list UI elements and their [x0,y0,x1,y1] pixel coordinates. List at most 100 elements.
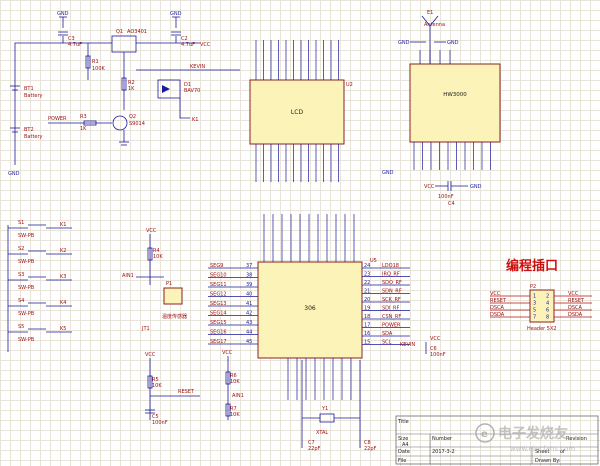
mcu-left-pin-num: 45 [246,339,252,345]
switch-net: K2 [60,248,66,254]
of-label: of [560,449,565,455]
gnd-label-7: GND [382,170,394,176]
resistor-r6 [225,371,231,385]
watermark: e 电子发烧友 www.elecfans.com [475,423,575,453]
d1-part: BAV70 [184,88,200,94]
mcu-left-pin: SEG11 [210,282,227,288]
header-right-net: DSCA [568,305,583,311]
switch-label: SW-PB [18,311,35,317]
vcc-net-label: VCC [200,42,211,48]
switch-net: K4 [60,300,66,306]
antenna-ref: E1 [427,10,433,16]
probe-label: 温度传感器 [162,313,187,320]
header-right-net: VCC [568,291,579,297]
diode-symbol [162,85,170,93]
r7-value: 10K [230,412,240,418]
q1-ref: Q1 [116,29,123,35]
mcu-right-pin-num: 21 [364,289,370,295]
hw3000-chip [409,63,501,143]
mcu-left-pin-num: 42 [246,311,252,317]
mcu-left-pin: SEG9 [210,263,223,269]
header-pin-num: 8 [546,315,549,321]
wire [179,98,190,119]
mcu-right-pin-num: 23 [364,272,370,278]
header-pin-num: 3 [533,301,536,307]
mcu-left-pin: SEG16 [210,330,227,336]
reset-block: VCC R5 10K RESET C5 100nF VCC R6 10K AIN… [145,350,244,426]
mcu-left-pin: SEG17 [210,339,227,345]
bt1-label: Battery [24,93,43,99]
mcu-right-pin-num: 19 [364,306,370,312]
resistor-r3 [83,120,97,126]
r2-value: 1K [128,86,135,92]
hw3000-name: HW3000 [443,92,467,98]
mcu-right-pin-num: 18 [364,314,370,320]
bt2-ref: BT2 [24,127,34,133]
k1-net-label: K1 [192,117,198,123]
mcu-left-pin: SEG15 [210,320,227,326]
mcu-ref: U5 [370,258,377,264]
header-right-net: DSDA [568,312,583,318]
mcu-right-pin: POWER [382,323,401,329]
header-pin-num: 6 [546,308,549,314]
header-part: Header 5X2 [527,326,557,332]
title-block: Title Size A4 Number Revision Date 2017-… [395,415,599,465]
date-value: 2017-3-2 [432,449,455,455]
r3-ref: R3 [80,114,87,120]
p1-ref: P1 [166,281,172,287]
mcu-right-pin-num: 17 [364,323,370,329]
jt1-ref: JT1 [141,326,150,332]
sensor-block: VCC R4 10K AIN1 P1 温度传感器 JT1 [122,228,187,332]
mcu-bottom-pins [287,358,352,400]
mcu-left-pin: SEG10 [210,273,227,279]
mcu-right-pin-num: 20 [364,297,370,303]
r3-value: 1K [80,126,87,132]
r5-ref: R5 [152,377,159,383]
rf-block: E1 Antenna GND GND HW3000 VCC GND 100nF … [382,10,501,207]
c4-ref: C4 [448,201,455,207]
resistor-r1 [85,55,91,69]
switch-label: SW-PB [18,285,35,291]
vcc-label-reset: VCC [145,352,156,358]
lcd-block: LCD U2 [249,40,353,182]
c7-ref: C7 [308,440,315,446]
header-left-net: DSCA [490,305,505,311]
mcu-right-pin: SDI_RF [382,306,399,312]
mcu-right-pin-num: 24 [364,263,370,269]
c7-value: 22pF [308,446,321,452]
header-left-net: VCC [490,291,501,297]
q2-ref: Q2 [129,114,136,120]
mcu-right-pin-num: 16 [364,331,370,337]
revision-label: Revision [566,436,587,442]
mcu-left-pin-num: 37 [246,263,252,269]
vcc-label-hw: VCC [424,184,435,190]
hw3000-top-pins [419,50,451,64]
gnd-label-2: GND [170,11,182,17]
header-pin-num: 7 [533,315,536,321]
lcd-chip [249,79,345,145]
mcu-left-pin-num: 41 [246,301,252,307]
mcu-right-pin-num: 15 [364,340,370,346]
transistor-q1 [111,35,137,53]
resistor-r7 [225,403,231,417]
gnd-label-3: GND [8,171,20,177]
kevin-net-label: KEVIN [190,64,205,70]
d1-ref: D1 [184,82,191,88]
date-label: Date [398,449,410,455]
switch-bank: S1SW-PBK1S2SW-PBK2S3SW-PBK3S4SW-PBK4S5SW… [7,220,72,352]
header-pin-num: 2 [546,294,549,300]
switch-label: SW-PB [18,233,35,239]
mcu-name: 306 [304,305,316,312]
c5-value: 100nF [152,420,168,426]
mcu-left-pin-num: 39 [246,282,252,288]
resistor-r4 [147,247,153,261]
lcd-name: LCD [291,109,304,116]
lcd-bottom-pins [255,144,339,182]
crystal-block: Y1 XTAL C7 22pF C8 22pF [301,360,377,452]
vcc-label-probe: VCC [146,228,157,234]
mcu-right-pin: CSN_RF [382,314,401,320]
mcu-right-pin: SDO_RF [382,280,402,286]
header-pin-num: 5 [533,308,536,314]
wire [14,36,64,48]
